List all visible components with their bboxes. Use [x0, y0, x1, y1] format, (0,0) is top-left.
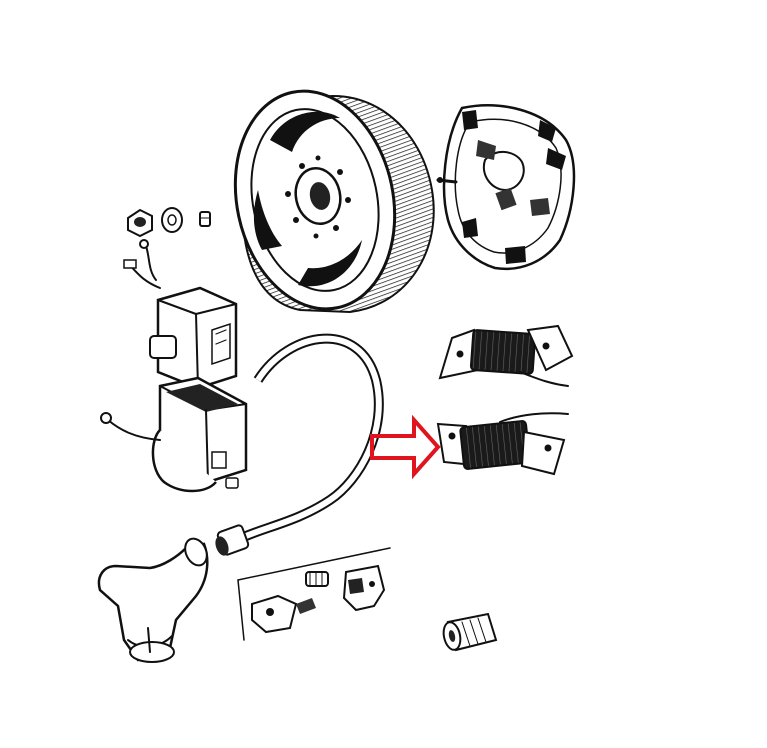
ht-lead	[215, 333, 384, 556]
nut	[127, 208, 153, 238]
key	[199, 211, 211, 227]
washer	[161, 207, 183, 233]
stator-plate	[436, 104, 576, 271]
lighting-coil-upper	[438, 324, 574, 387]
ignition-coil	[100, 376, 248, 493]
spacer-sleeve	[442, 612, 498, 652]
condenser	[123, 239, 238, 390]
highlight-arrow-icon	[370, 414, 441, 480]
spark-plug-cap	[97, 537, 209, 663]
contact-breaker-points	[237, 547, 391, 641]
lighting-coil-lower	[436, 412, 569, 476]
flywheel-rotor	[233, 89, 435, 314]
